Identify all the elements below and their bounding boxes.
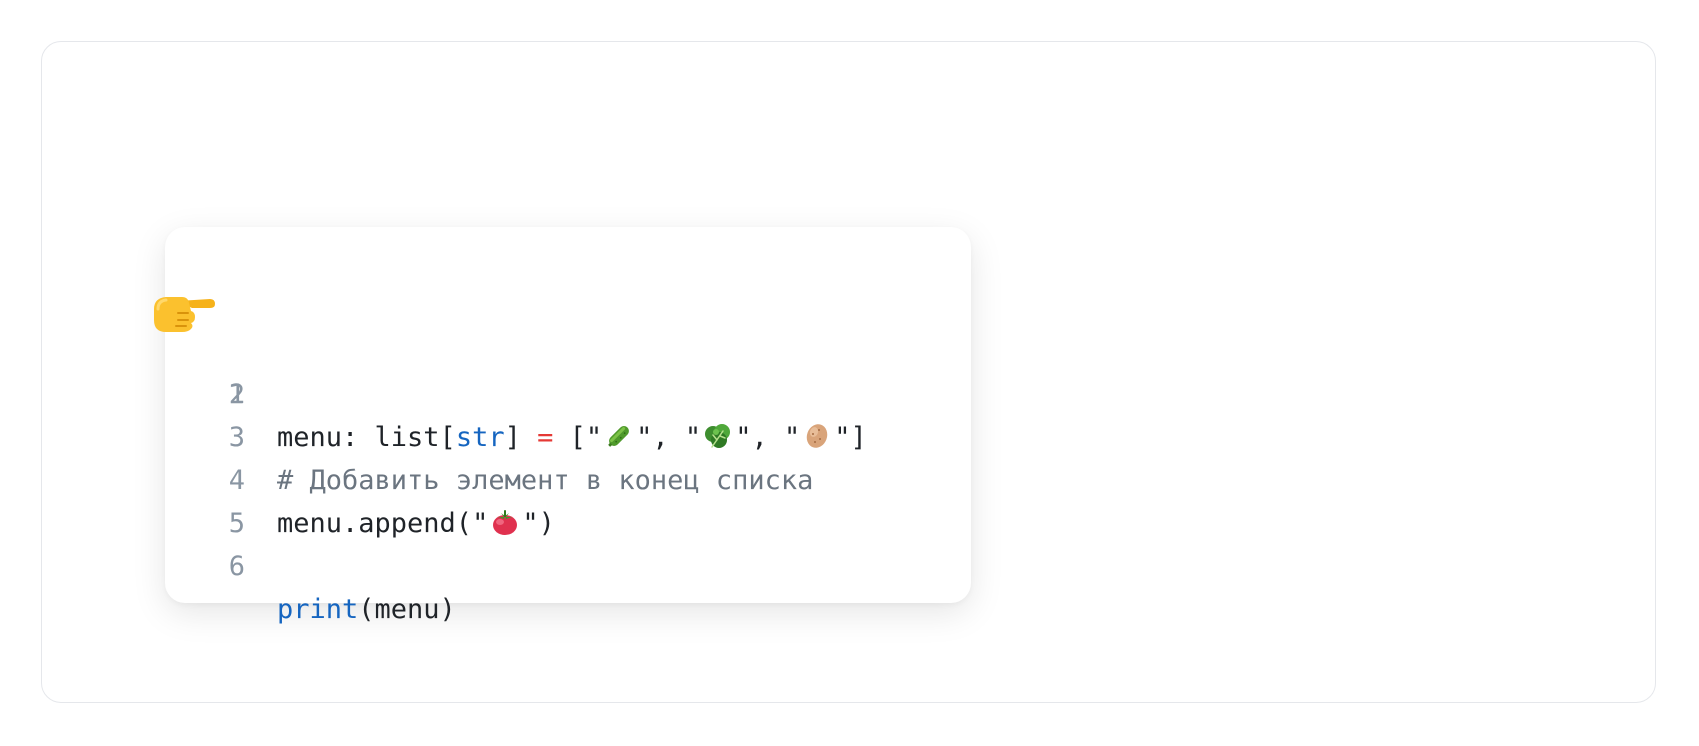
line-number: 4 (228, 465, 245, 496)
line-code: menu: list[str] = [" ", " (277, 416, 867, 459)
code-comment: # Добавить элемент в конец списка (277, 465, 814, 496)
code-line-6: 6 print(menu) (165, 502, 971, 625)
line-number: 1 (228, 379, 245, 410)
potato-icon (806, 424, 828, 448)
code-text: (menu) (358, 594, 456, 625)
line-number: 5 (228, 508, 245, 539)
line-code: menu.append(" ") (277, 502, 555, 545)
preview-frame: 1 menu: list[str] = [" ", " (41, 41, 1656, 703)
code-line-2: 2 (165, 330, 971, 410)
line-number: 2 (228, 379, 245, 410)
line-number: 3 (228, 422, 245, 453)
code-text: ") (522, 508, 555, 539)
code-text: ] (504, 422, 538, 453)
line-code: print(menu) (277, 588, 456, 631)
keyword-print: print (277, 594, 359, 625)
code-text: ", " (735, 422, 801, 453)
code-text: menu: list[ (277, 422, 456, 453)
line-number: 6 (228, 551, 245, 582)
code-text: [" (553, 422, 603, 453)
leafy-greens-icon (705, 424, 731, 448)
tomato-icon (493, 510, 518, 535)
code-text: menu.append(" (277, 508, 489, 539)
code-line-3: 3 # Добавить элемент в конец списка (165, 373, 971, 496)
keyword-str: str (455, 422, 505, 453)
code-line-5: 5 (165, 459, 971, 539)
pointing-hand-icon (154, 297, 215, 332)
code-line-1: 1 menu: list[str] = [" ", " (154, 287, 971, 453)
cucumber-icon (608, 426, 630, 447)
code-text: "] (834, 422, 867, 453)
assign-operator: = (537, 422, 554, 453)
code-card: 1 menu: list[str] = [" ", " (154, 227, 971, 625)
code-line-4: 4 menu.append(" ") (165, 416, 971, 539)
code-block: 1 menu: list[str] = [" ", " (154, 287, 971, 625)
code-text: ", " (636, 422, 702, 453)
